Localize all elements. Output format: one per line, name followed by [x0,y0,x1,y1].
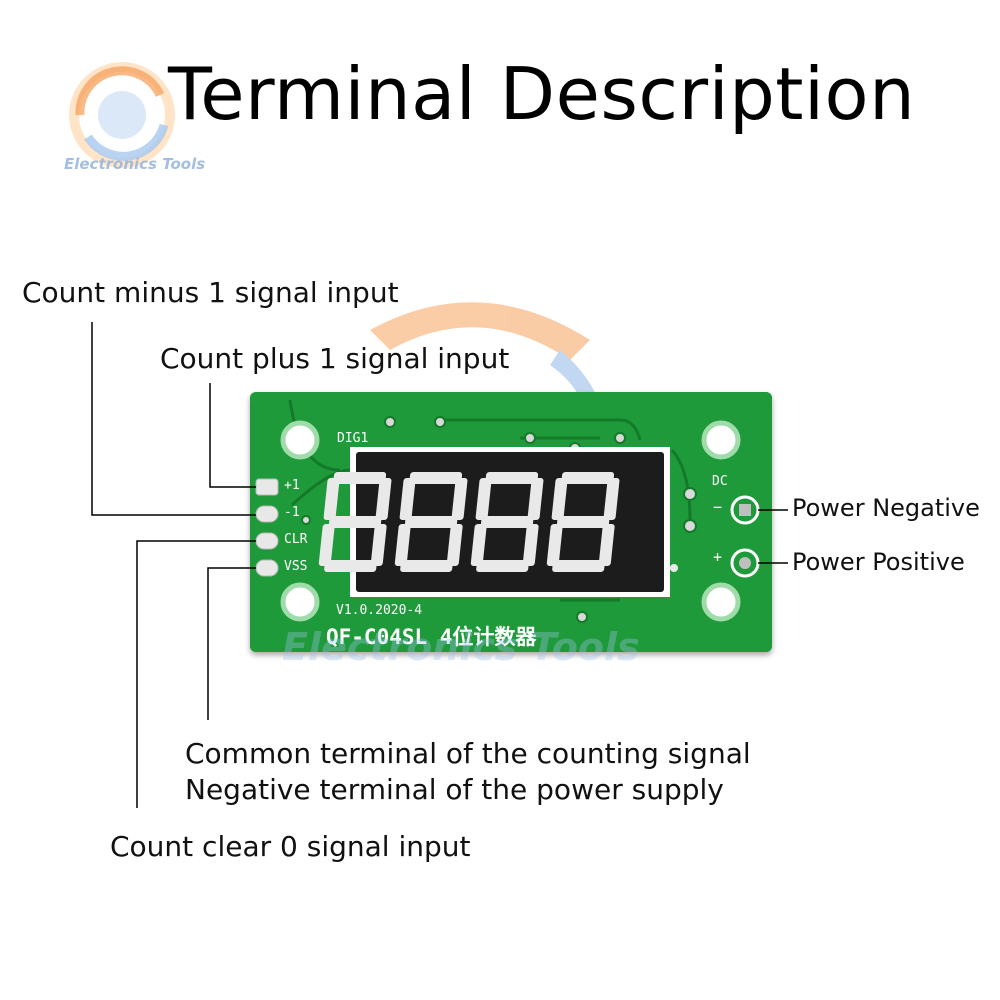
version-label: V1.0.2020-4 [336,603,422,618]
label-power-positive: Power Positive [792,548,965,576]
dc-plus-sign: + [713,548,722,566]
watermark-overlay-text: Electronics Tools [282,625,640,669]
segment-b [451,478,468,520]
dc-minus-sign: − [713,498,722,516]
segment-d [476,560,529,572]
model-label: QF-C04SL 4位计数器 [326,625,537,649]
pin-label-clr: CLR [284,532,308,547]
segment-d [324,560,377,572]
leader-lines [91,322,788,808]
segment-b [603,478,620,520]
segment-a [409,472,463,484]
segment-g [404,516,458,528]
label-count-plus: Count plus 1 signal input [160,342,510,375]
segment-a [485,472,539,484]
segment-e [546,524,563,566]
pin-label-vss: VSS [284,559,307,574]
segment-b [375,478,392,520]
segment-c [370,524,387,566]
label-count-clear: Count clear 0 signal input [110,830,471,863]
label-common-terminal-line2: Negative terminal of the power supply [185,773,724,806]
dc-label: DC [712,474,728,489]
pin-label-plus1: +1 [284,478,300,493]
segment-g [328,516,382,528]
dc-terminals [730,495,760,578]
segment-c [446,524,463,566]
decimal-point [670,564,678,572]
segment-e [394,524,411,566]
mounting-holes [280,420,741,622]
segment-a [333,472,387,484]
label-power-negative: Power Negative [792,494,980,522]
dig1-label: DIG1 [337,431,368,446]
watermark-logo-icon [69,62,175,168]
segment-e [470,524,487,566]
segment-b [527,478,544,520]
display-digits [318,472,678,572]
label-common-terminal-line1: Common terminal of the counting signal [185,737,751,770]
segment-g [556,516,610,528]
segment-d [400,560,453,572]
segment-f [399,478,416,520]
page-title: Terminal Description [168,52,916,136]
segment-g [480,516,534,528]
segment-d [552,560,605,572]
seven-segment-display [318,447,678,597]
segment-a [561,472,615,484]
segment-e [318,524,335,566]
segment-c [522,524,539,566]
label-count-minus: Count minus 1 signal input [22,276,399,309]
segment-c [598,524,615,566]
pin-label-minus1: -1 [284,505,300,520]
watermark-brand-text: Electronics Tools [64,155,206,173]
segment-f [551,478,568,520]
pin-header [255,478,279,577]
segment-f [323,478,340,520]
segment-f [475,478,492,520]
